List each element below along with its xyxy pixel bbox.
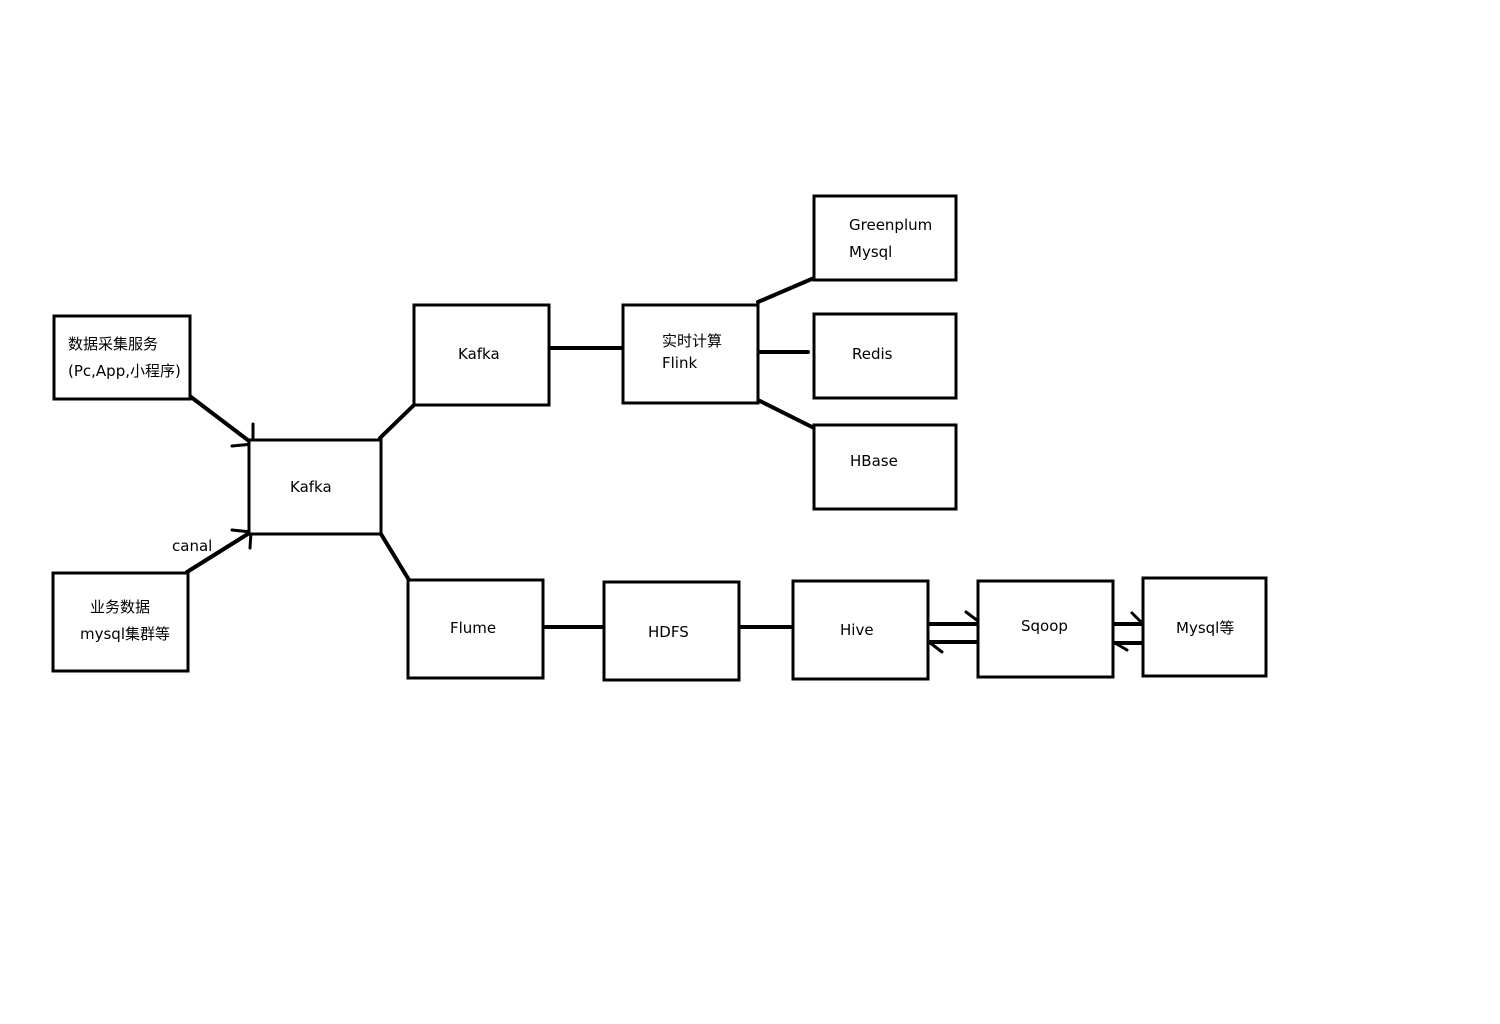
node-data-collection-service-line-1: 数据采集服务 [68, 335, 158, 353]
edge-label-canal: canal [172, 537, 212, 555]
arrowhead-sqoop-to-hive [927, 640, 944, 654]
edge-flink-to-hbase [756, 398, 816, 430]
node-flume-label: Flume [450, 619, 496, 637]
node-data-collection-service: 数据采集服务 (Pc,App,小程序) [52, 314, 192, 401]
arrowhead-sqoop-to-mysql [1130, 611, 1145, 626]
node-kafka-main-label: Kafka [290, 478, 332, 496]
edge-collect-to-kafka [189, 395, 255, 446]
node-redis: Redis [812, 312, 958, 400]
node-flink-line-2: Flink [662, 354, 697, 372]
node-greenplum-mysql: Greenplum Mysql [812, 194, 958, 282]
node-mysql-output-label: Mysql等 [1176, 619, 1234, 637]
node-sqoop-label: Sqoop [1021, 617, 1068, 635]
arrowhead-mysql-to-sqoop [1113, 641, 1129, 652]
node-greenplum-mysql-line-1: Greenplum [849, 216, 932, 234]
node-kafka-main: Kafka [247, 438, 383, 536]
node-flink: 实时计算 Flink [621, 303, 760, 405]
node-kafka-realtime: Kafka [412, 303, 551, 407]
node-business-data: 业务数据 mysql集群等 [51, 571, 190, 673]
edge-biz-to-kafka [185, 530, 253, 574]
node-hdfs-label: HDFS [648, 623, 689, 641]
node-hdfs: HDFS [602, 580, 741, 682]
node-hbase-label: HBase [850, 452, 898, 470]
node-business-data-line-2: mysql集群等 [80, 625, 170, 643]
node-redis-label: Redis [852, 345, 893, 363]
node-sqoop: Sqoop [976, 579, 1115, 679]
node-flume: Flume [406, 578, 545, 680]
edge-kafka-to-flume [379, 532, 411, 582]
node-hive: Hive [791, 579, 930, 681]
node-mysql-output: Mysql等 [1141, 576, 1268, 678]
node-business-data-line-1: 业务数据 [90, 598, 150, 616]
nodes: 数据采集服务 (Pc,App,小程序) 业务数据 mysql集群等 Kafka … [51, 194, 1268, 682]
edge-kafka-to-kafka-rt [378, 402, 417, 440]
node-data-collection-service-line-2: (Pc,App,小程序) [68, 362, 181, 380]
node-kafka-realtime-label: Kafka [458, 345, 500, 363]
node-hbase: HBase [812, 423, 958, 511]
edge-flink-to-greenplum [756, 276, 816, 304]
node-flink-line-1: 实时计算 [662, 332, 722, 350]
node-greenplum-mysql-line-2: Mysql [849, 243, 892, 261]
node-hive-label: Hive [840, 621, 874, 639]
